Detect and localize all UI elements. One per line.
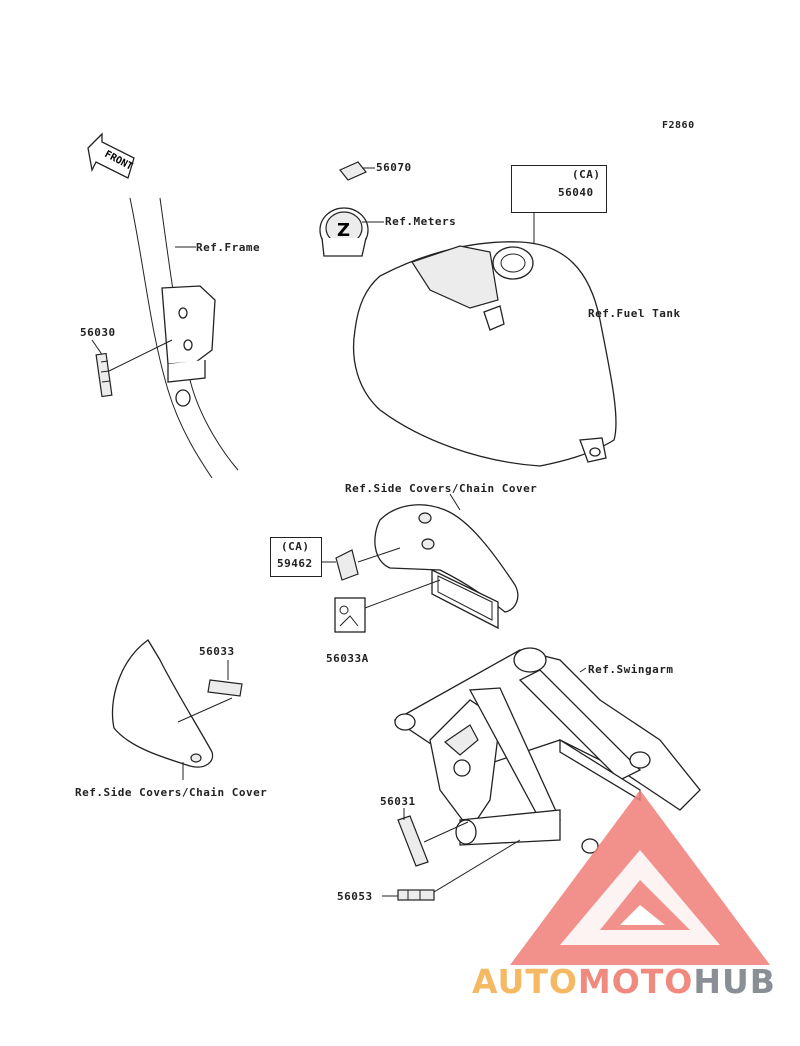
fuel-tank-part [352, 241, 617, 467]
ref-frame-label: Ref.Frame [196, 241, 261, 254]
watermark-text: AUTOMOTOHUB [472, 962, 776, 1001]
watermark-auto: AUTO [472, 962, 578, 1001]
watermark-hub: HUB [693, 962, 776, 1001]
decal-56031 [397, 808, 469, 867]
front-arrow: FRONT [87, 132, 135, 179]
svg-text:Z: Z [337, 220, 350, 241]
part-number-56030: 56030 [80, 326, 116, 339]
ca-box-56040: (CA) 56040 [511, 165, 607, 213]
decal-56033A [334, 579, 441, 633]
swingarm-part [393, 647, 701, 854]
part-number-56033: 56033 [199, 645, 235, 658]
ref-swingarm-label: Ref.Swingarm [588, 663, 674, 676]
ca-label-tank: (CA) [572, 168, 601, 181]
ca-box-59462: (CA) 59462 [270, 537, 322, 577]
part-number-56053: 56053 [337, 890, 373, 903]
ref-meters-label: Ref.Meters [385, 215, 457, 228]
meter-part: Z [319, 161, 384, 257]
ca-label-cover: (CA) [281, 540, 310, 553]
watermark-logo [510, 790, 770, 965]
part-number-56033A: 56033A [326, 652, 369, 665]
decal-56030 [91, 339, 173, 398]
part-number-56040: 56040 [558, 186, 594, 199]
side-cover-left-part [111, 639, 243, 780]
frame-part [129, 197, 239, 479]
ref-side-covers-top-label: Ref.Side Covers/Chain Cover [345, 482, 538, 495]
decal-59462 [320, 547, 401, 581]
watermark-moto: MOTO [577, 962, 694, 1001]
ref-side-covers-left-label: Ref.Side Covers/Chain Cover [75, 786, 268, 799]
part-number-56031: 56031 [380, 795, 416, 808]
side-cover-right-part [374, 493, 519, 630]
part-number-56070: 56070 [376, 161, 412, 174]
decal-56053 [382, 839, 521, 901]
ref-fuel-tank-label: Ref.Fuel Tank [588, 307, 681, 320]
figure-code: F2860 [662, 120, 695, 131]
part-number-59462: 59462 [277, 557, 313, 570]
